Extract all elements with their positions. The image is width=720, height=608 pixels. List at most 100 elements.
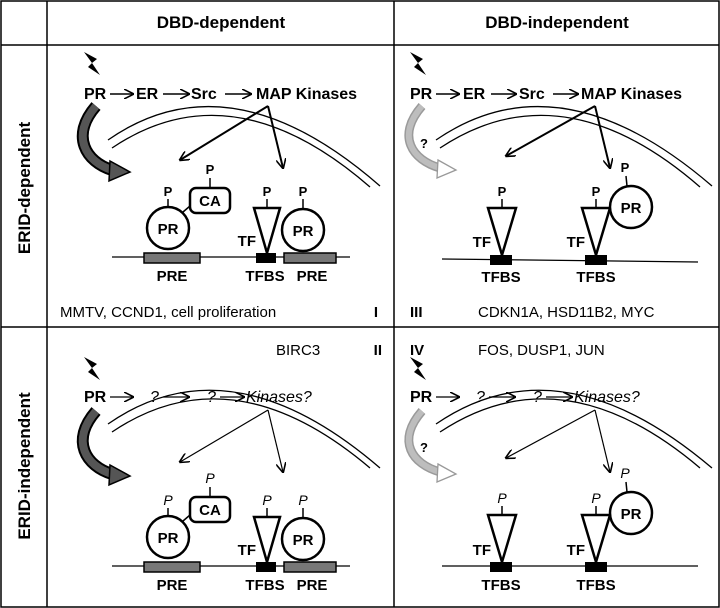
pre-box xyxy=(283,561,337,573)
nuclear-arrowhead xyxy=(108,159,132,183)
phospho-label: P xyxy=(263,184,272,199)
dna-line xyxy=(441,258,699,263)
phospho-label: P xyxy=(163,492,173,508)
kinase-arrow xyxy=(180,105,269,160)
tf-triangle xyxy=(252,206,282,258)
membrane-arc xyxy=(111,114,371,188)
panel-4: IV FOS, DUSP1, JUN PR ? ? Kinases? ? P T… xyxy=(404,342,713,594)
pr-label: PR xyxy=(158,221,179,238)
nuclear-arrowhead xyxy=(436,462,458,484)
panel-numeral: III xyxy=(410,304,423,321)
kinase-arrow xyxy=(594,105,610,168)
tfbs-box xyxy=(585,255,607,265)
pathway-src: Src xyxy=(519,86,545,103)
phospho-label: P xyxy=(164,184,173,199)
kinase-arrow xyxy=(594,409,610,472)
panel-numeral: II xyxy=(374,342,382,359)
pre-box xyxy=(283,252,337,264)
panel-numeral: IV xyxy=(410,342,424,359)
panel-genes: BIRC3 xyxy=(276,342,320,359)
tf-triangle xyxy=(580,513,612,567)
membrane-arc xyxy=(435,389,713,469)
pathway-kinases: Kinases? xyxy=(246,389,312,406)
pathway-unknown: ? xyxy=(533,389,542,406)
pathway-kinases: Kinases? xyxy=(574,389,640,406)
nuclear-arrowhead xyxy=(436,158,458,180)
pr-label: PR xyxy=(158,530,179,547)
pre-label: PRE xyxy=(297,268,328,285)
phospho-label: P xyxy=(262,492,272,508)
phospho-label: P xyxy=(206,162,215,177)
phospho-label: P xyxy=(621,160,630,175)
tfbs-box xyxy=(490,255,512,265)
nuclear-arrow xyxy=(78,103,114,174)
tfbs-box xyxy=(256,253,276,263)
tfbs-label: TFBS xyxy=(245,268,284,285)
membrane-arc xyxy=(439,398,701,469)
phospho-label: P xyxy=(299,184,308,199)
membrane-arc xyxy=(107,389,381,469)
pre-label: PRE xyxy=(157,268,188,285)
membrane-arc xyxy=(111,398,371,469)
phospho-label: P xyxy=(591,490,601,506)
tf-label: TF xyxy=(238,542,256,559)
row-header-top: ERID-dependent xyxy=(15,122,34,255)
hormone-bolt-icon xyxy=(410,357,426,380)
nuclear-arrow xyxy=(406,104,441,171)
nuclear-arrow xyxy=(406,409,441,475)
phospho-label: P xyxy=(592,184,601,199)
pathway-kinases: MAP Kinases xyxy=(581,86,682,103)
hormone-bolt-icon xyxy=(410,52,426,75)
pathway-unknown: ? xyxy=(150,389,159,406)
tf-label: TF xyxy=(567,542,585,559)
tf-triangle xyxy=(580,206,612,260)
row-header-bottom: ERID-independent xyxy=(15,392,34,540)
kinase-arrow xyxy=(267,409,283,472)
tfbs-box xyxy=(490,562,512,572)
phospho-label: P xyxy=(620,465,630,481)
pr-receptor xyxy=(608,184,654,230)
panel-genes: CDKN1A, HSD11B2, MYC xyxy=(478,304,655,321)
hormone-bolt-icon xyxy=(84,52,100,75)
panel-genes: FOS, DUSP1, JUN xyxy=(478,342,605,359)
unknown-mark: ? xyxy=(420,136,428,151)
tfbs-box xyxy=(585,562,607,572)
phospho-label: P xyxy=(298,492,308,508)
tf-label: TF xyxy=(473,542,491,559)
phospho-label: P xyxy=(205,470,215,486)
pathway-pr: PR xyxy=(84,86,107,103)
phospho-label: P xyxy=(497,490,507,506)
panel-2: BIRC3 II PR ? ? Kinases? PRE PR P CA P P xyxy=(76,342,382,594)
tf-label: TF xyxy=(473,234,491,251)
pr-label: PR xyxy=(621,200,642,217)
pathway-pr: PR xyxy=(410,86,433,103)
tfbs-label: TFBS xyxy=(481,577,520,594)
pathway-src: Src xyxy=(191,86,217,103)
membrane-arc xyxy=(107,105,381,187)
tf-triangle xyxy=(486,513,518,567)
pre-label: PRE xyxy=(297,577,328,594)
pre-box xyxy=(143,252,201,264)
pathway-unknown: ? xyxy=(476,389,485,406)
column-header-right: DBD-independent xyxy=(485,13,629,32)
hormone-bolt-icon xyxy=(84,357,100,380)
pre-box xyxy=(143,561,201,573)
pr-receptor xyxy=(608,490,654,536)
pathway-er: ER xyxy=(136,86,159,103)
ca-label: CA xyxy=(199,502,221,519)
pathway-pr: PR xyxy=(84,389,107,406)
ca-label: CA xyxy=(199,193,221,210)
pr-label: PR xyxy=(293,223,314,240)
panel-1: PR ER Src MAP Kinases PRE PR P CA P xyxy=(60,52,381,321)
column-header-left: DBD-dependent xyxy=(157,13,286,32)
membrane-arc xyxy=(435,106,713,187)
tf-triangle xyxy=(486,206,518,260)
panel-numeral: I xyxy=(374,304,378,321)
tf-triangle xyxy=(252,515,282,567)
nuclear-arrowhead xyxy=(108,463,132,487)
panel-genes: MMTV, CCND1, cell proliferation xyxy=(60,304,276,321)
tfbs-label: TFBS xyxy=(576,577,615,594)
pre-label: PRE xyxy=(157,577,188,594)
tfbs-label: TFBS xyxy=(576,269,615,286)
